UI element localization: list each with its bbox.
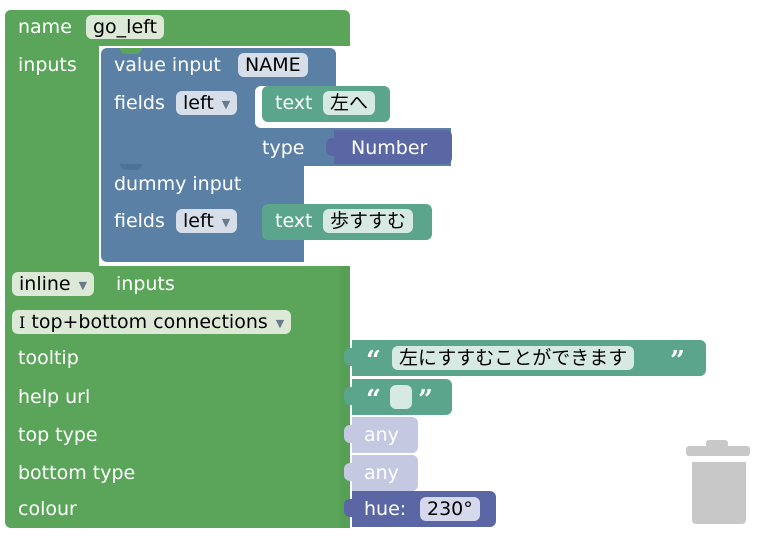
inputs-label: inputs <box>18 54 77 76</box>
colour-label: colour <box>18 498 77 520</box>
tooltip-text-field[interactable]: 左にすすむことができます <box>392 346 635 370</box>
top-type-label: top type <box>18 424 98 446</box>
help-url-open-quote: “ <box>366 385 381 415</box>
colour-hue-field[interactable]: 230° <box>420 497 480 521</box>
inline-dropdown[interactable]: inline ▼ <box>12 272 95 296</box>
dummy-input-align-dropdown[interactable]: left ▼ <box>176 209 238 233</box>
trash-body <box>692 462 746 524</box>
dummy-input-text-field[interactable]: 歩すすむ <box>323 209 414 233</box>
factory-body-lower <box>5 266 350 528</box>
bottom-type-any-tab <box>344 463 354 481</box>
tooltip-text-tab <box>344 348 354 366</box>
inline-inputs-label: inputs <box>116 273 175 295</box>
dropdown-arrow-icon: ▼ <box>78 279 88 292</box>
dummy-input-text-label: text <box>275 210 313 232</box>
name-field[interactable]: go_left <box>86 15 164 39</box>
help-url-text-tab <box>344 387 354 405</box>
dropdown-arrow-icon: ▼ <box>221 216 231 229</box>
top-type-any-tab <box>344 425 354 443</box>
tooltip-label: tooltip <box>18 347 79 369</box>
factory-spine <box>5 10 99 268</box>
trash-lid <box>686 446 750 456</box>
connections-dropdown[interactable]: I top+bottom connections ▼ <box>12 310 292 334</box>
dummy-input-align-value: left <box>183 210 214 232</box>
help-url-text-field[interactable] <box>390 385 412 409</box>
dropdown-arrow-icon: ▼ <box>275 317 285 330</box>
tooltip-close-quote: ” <box>670 346 685 376</box>
factory-block[interactable] <box>0 0 360 539</box>
connections-icon: I <box>19 313 26 332</box>
dummy-input-label: dummy input <box>114 173 242 195</box>
inline-value: inline <box>19 273 71 295</box>
trash-handle <box>706 440 728 448</box>
trash-icon[interactable] <box>686 438 752 526</box>
value-input-align-dropdown[interactable]: left ▼ <box>176 91 238 115</box>
top-type-any-block[interactable] <box>352 417 418 453</box>
connections-value: top+bottom connections <box>31 311 268 333</box>
dummy-input-fields-label: fields <box>114 210 165 232</box>
value-input-align-value: left <box>183 92 214 114</box>
value-input-name-field[interactable]: NAME <box>238 53 308 77</box>
type-number-tab <box>326 138 336 156</box>
value-input-text-field[interactable]: 左へ <box>323 91 376 115</box>
colour-hue-label: hue: <box>364 498 407 520</box>
bottom-type-label: bottom type <box>18 462 136 484</box>
value-input-notch <box>120 48 142 54</box>
name-label: name <box>18 16 72 38</box>
help-url-label: help url <box>18 386 91 408</box>
dropdown-arrow-icon: ▼ <box>221 98 231 111</box>
top-type-any-label: any <box>364 424 399 446</box>
dummy-input-notch <box>120 164 142 170</box>
value-input-text-label: text <box>275 92 313 114</box>
type-number-label: Number <box>351 137 428 159</box>
value-input-type-label: type <box>262 137 305 159</box>
help-url-close-quote: ” <box>418 385 433 415</box>
colour-hue-tab <box>344 499 354 517</box>
value-input-fields-label: fields <box>114 92 165 114</box>
value-input-label: value input <box>114 54 221 76</box>
tooltip-open-quote: “ <box>366 346 381 376</box>
type-number-block[interactable] <box>334 130 452 164</box>
bottom-type-any-label: any <box>364 462 399 484</box>
bottom-type-any-block[interactable] <box>352 455 418 491</box>
